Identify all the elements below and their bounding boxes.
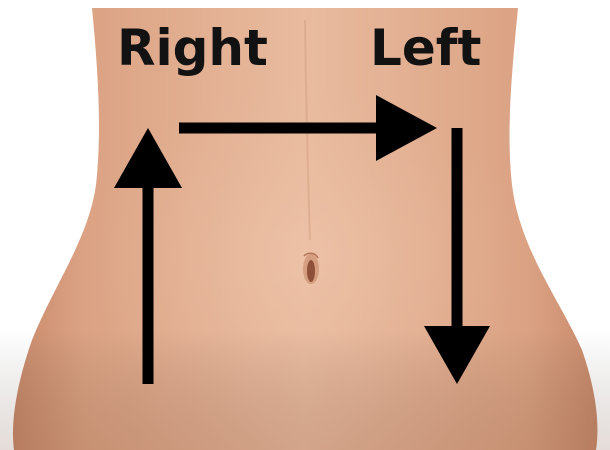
left-label: Left — [370, 19, 481, 77]
lower-shading — [0, 330, 610, 450]
right-label: Right — [117, 19, 268, 77]
